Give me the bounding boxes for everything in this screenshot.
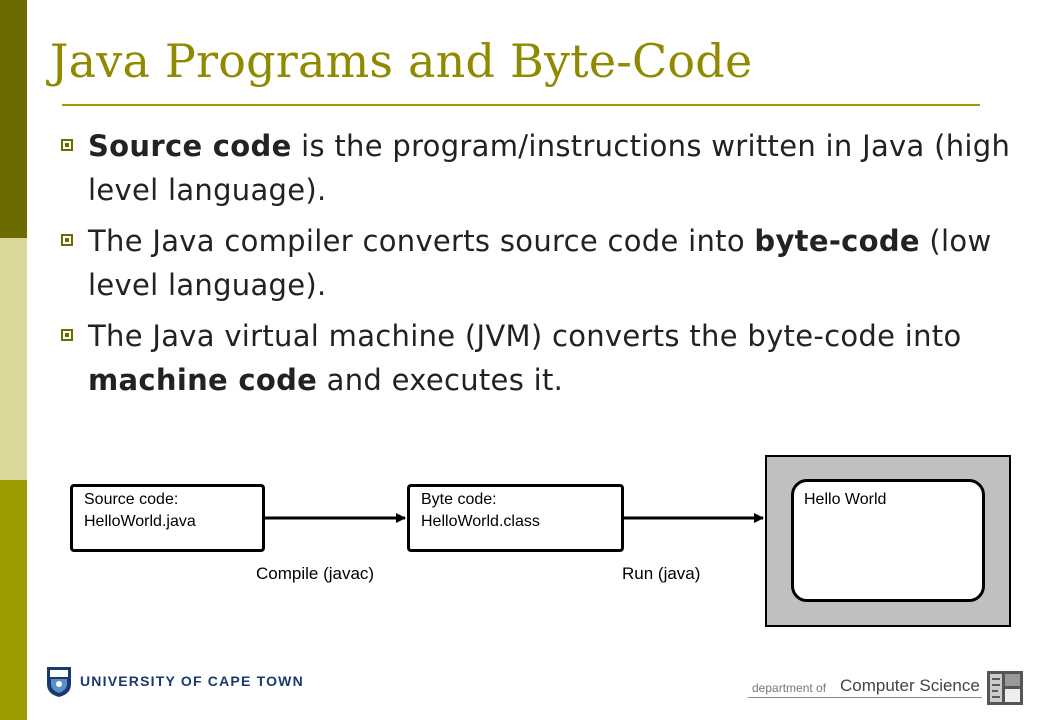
bullet-item: The Java virtual machine (JVM) converts … <box>58 314 1018 402</box>
bullet-text: is the program/instructions written in J… <box>88 129 1011 207</box>
bullet-emphasis: byte-code <box>754 224 920 258</box>
byte-code-label: Byte code: <box>421 491 497 508</box>
bullet-text: The Java virtual machine (JVM) converts … <box>88 319 962 353</box>
bullet-text: (low level language). <box>88 224 992 302</box>
bullet-text: and executes it. <box>317 363 564 397</box>
university-name: UNIVERSITY OF CAPE TOWN <box>80 673 304 689</box>
bullet-list: Source code is the program/instructions … <box>58 124 1018 409</box>
computer-science-emblem-icon <box>987 671 1023 705</box>
output-window: Hello World <box>791 479 985 602</box>
department-name: Computer Science <box>840 676 980 695</box>
department-underline <box>748 697 982 698</box>
bullet-square-icon <box>61 139 73 151</box>
accent-bar-bottom <box>0 480 27 720</box>
bullet-square-icon <box>61 329 73 341</box>
run-label: Run (java) <box>622 564 701 583</box>
title-underline <box>62 104 980 106</box>
bullet-emphasis: Source code <box>88 129 292 163</box>
bullet-square-icon <box>61 234 73 246</box>
accent-bar-top <box>0 0 27 238</box>
bullet-item: The Java compiler converts source code i… <box>58 219 1018 307</box>
output-text: Hello World <box>804 491 887 508</box>
uct-crest-icon <box>47 667 71 697</box>
bullet-text: The Java compiler converts source code i… <box>88 224 755 258</box>
slide-title: Java Programs and Byte-Code <box>50 34 753 88</box>
source-code-box: Source code: HelloWorld.java <box>70 484 265 552</box>
byte-file-name: HelloWorld.class <box>421 513 540 530</box>
accent-bar-middle <box>0 238 27 480</box>
department-prefix: department of <box>752 681 827 695</box>
byte-code-box: Byte code: HelloWorld.class <box>407 484 624 552</box>
compile-label: Compile (javac) <box>256 564 375 583</box>
bullet-item: Source code is the program/instructions … <box>58 124 1018 212</box>
bullet-emphasis: machine code <box>88 363 318 397</box>
source-code-label: Source code: <box>84 491 179 508</box>
source-file-name: HelloWorld.java <box>84 513 196 530</box>
